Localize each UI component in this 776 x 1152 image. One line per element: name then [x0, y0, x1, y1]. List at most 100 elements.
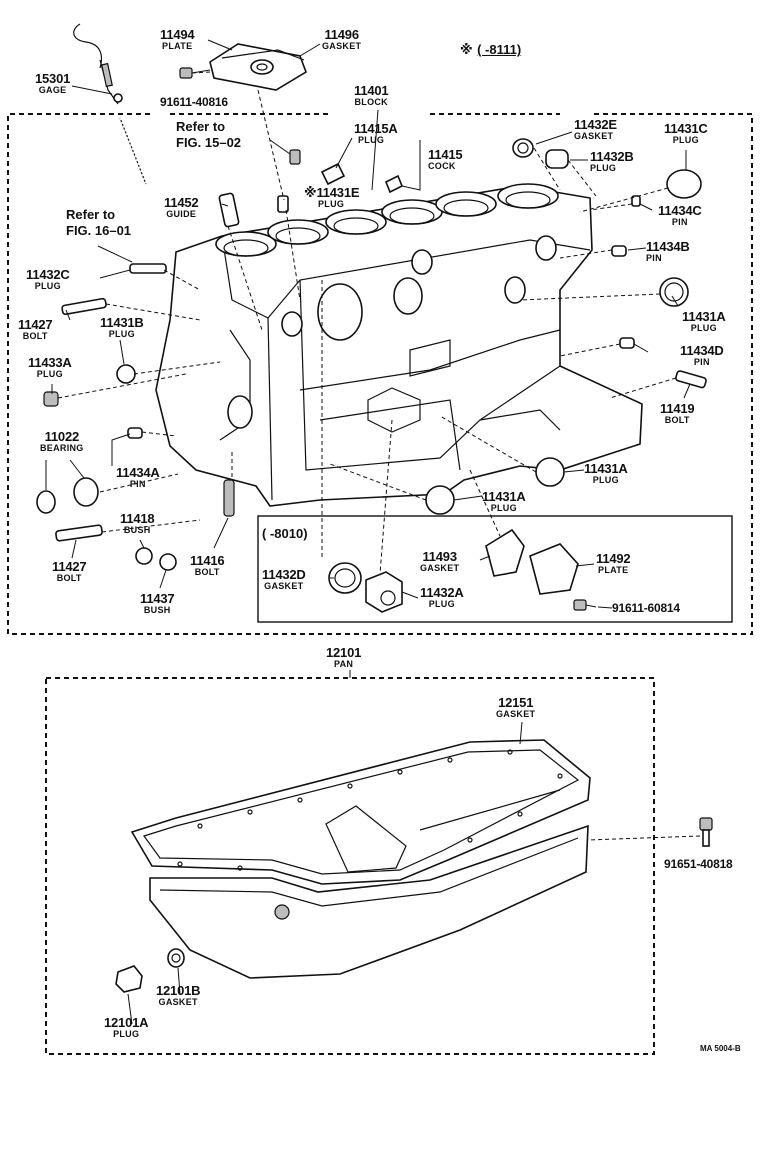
- part-number: 11431C: [664, 121, 708, 136]
- part-number: 91651-40818: [664, 857, 733, 871]
- part-number: 11432D: [262, 567, 306, 582]
- part-name: PLUG: [36, 369, 63, 379]
- label-11431B: 11431B PLUG: [100, 316, 144, 339]
- label-11452: 11452 GUIDE: [164, 195, 199, 219]
- label-11432A: 11432A PLUG: [420, 586, 464, 609]
- pan-group-frame: [45, 677, 655, 1055]
- part-number: 11419: [660, 401, 695, 416]
- label-11419: 11419 BOLT: [660, 401, 695, 425]
- bolt-91611-40816-icon: [179, 67, 211, 79]
- part-name: BLOCK: [354, 97, 388, 107]
- part-name: PLUG: [318, 199, 345, 209]
- label-12101B: 12101B GASKET: [156, 983, 201, 1007]
- label-11427-top: 11427 BOLT: [18, 317, 53, 341]
- part-name: PLUG: [34, 281, 61, 291]
- part-name: PLUG: [358, 135, 385, 145]
- part-number: 11415: [428, 147, 463, 162]
- part-number: 11452: [164, 195, 199, 210]
- label-11022: 11022 BEARING: [40, 430, 84, 453]
- part-name: BOLT: [56, 573, 82, 583]
- part-number: 11022: [44, 429, 80, 444]
- label-11415: 11415 COCK: [428, 147, 463, 171]
- part-name: PLATE: [598, 565, 629, 575]
- part-name: PAN: [333, 659, 354, 669]
- part-number: 12101B: [156, 983, 201, 998]
- label-12101A: 12101A PLUG: [104, 1015, 149, 1039]
- part-name: PIN: [646, 253, 662, 263]
- label-11431C: 11431C PLUG: [664, 122, 708, 145]
- part-name: PLUG: [672, 135, 699, 145]
- part-name: PIN: [693, 357, 710, 367]
- drawing-code: MA 5004-B: [700, 1044, 741, 1053]
- label-11496: 11496 GASKET: [322, 28, 361, 51]
- part-name: PLUG: [590, 163, 617, 173]
- part-number: 12101A: [104, 1015, 149, 1030]
- part-name: GAGE: [38, 85, 67, 95]
- part-number: 91611-40816: [160, 95, 228, 109]
- ref-line: FIG. 16–01: [66, 223, 132, 238]
- part-name: PLUG: [592, 475, 619, 485]
- pan-bolt-91651-icon: [587, 817, 713, 847]
- pan-bolt-holes: [177, 749, 563, 871]
- part-number: 11434A: [116, 465, 160, 480]
- part-name: COCK: [428, 161, 456, 171]
- leader-lines: [45, 39, 691, 1025]
- ref-line: Refer to: [176, 119, 226, 134]
- inset-frame: [257, 515, 733, 623]
- part-number: 15301: [35, 71, 71, 86]
- label-11432C: 11432C PLUG: [26, 268, 70, 291]
- label-11401: 11401 BLOCK: [354, 83, 389, 107]
- part-name: BOLT: [664, 415, 690, 425]
- part-name: PIN: [671, 217, 688, 227]
- label-11433A: 11433A PLUG: [28, 356, 72, 379]
- part-name: BUSH: [143, 605, 171, 615]
- part-name: GASKET: [322, 41, 362, 51]
- label-11434B: 11434B PIN: [646, 240, 690, 263]
- part-number: 11432A: [420, 585, 464, 600]
- part-name: BOLT: [22, 331, 48, 341]
- inset-range-note: ( -8010): [262, 526, 308, 542]
- block-group-frame: [7, 113, 753, 635]
- part-number: ※11431E: [304, 185, 360, 200]
- part-number: 12151: [498, 695, 534, 710]
- part-number: 11427: [18, 317, 53, 332]
- label-11418: 11418 BUSH: [120, 511, 155, 535]
- label-11431A-mid: 11431A PLUG: [584, 462, 628, 485]
- part-number: 11494: [160, 27, 195, 42]
- part-number: 11434C: [658, 203, 702, 218]
- part-name: BOLT: [194, 567, 220, 577]
- part-number: 12101: [326, 645, 362, 660]
- label-11437: 11437 BUSH: [140, 591, 175, 615]
- label-11432E: 11432E GASKET: [574, 118, 617, 141]
- part-name: GASKET: [496, 709, 536, 719]
- part-number: 11496: [324, 27, 359, 42]
- part-number: 11431A: [482, 489, 526, 504]
- label-91611-40816: 91611-40816: [160, 96, 228, 108]
- label-15301: 15301 GAGE: [35, 72, 70, 95]
- plate-gasket-icon: [209, 43, 307, 91]
- part-number: 11418: [120, 511, 155, 526]
- part-name: GASKET: [158, 997, 198, 1007]
- part-number: 11433A: [28, 355, 72, 370]
- part-number: 11434D: [680, 343, 724, 358]
- label-11431E: ※11431E PLUG: [304, 185, 360, 209]
- part-number: 11416: [190, 553, 225, 568]
- part-number: 11401: [354, 83, 389, 98]
- part-number: 11434B: [646, 239, 690, 254]
- part-number: 11431A: [682, 309, 726, 324]
- drain-plug-icon: [115, 948, 185, 993]
- ref-fig15: Refer to FIG. 15–02: [176, 120, 241, 149]
- part-number: 11492: [596, 551, 631, 566]
- part-number: 11431B: [100, 315, 144, 330]
- part-number: 11415A: [354, 121, 398, 136]
- label-11434C: 11434C PIN: [658, 204, 702, 227]
- part-number: 11432B: [590, 149, 634, 164]
- label-11493: 11493 GASKET: [420, 550, 459, 573]
- note-range: ( -8111): [477, 42, 522, 57]
- part-number: 11437: [140, 591, 175, 606]
- label-91611-60814: 91611-60814: [612, 602, 680, 614]
- label-11434D: 11434D PIN: [680, 344, 724, 367]
- label-11434A: 11434A PIN: [116, 466, 160, 489]
